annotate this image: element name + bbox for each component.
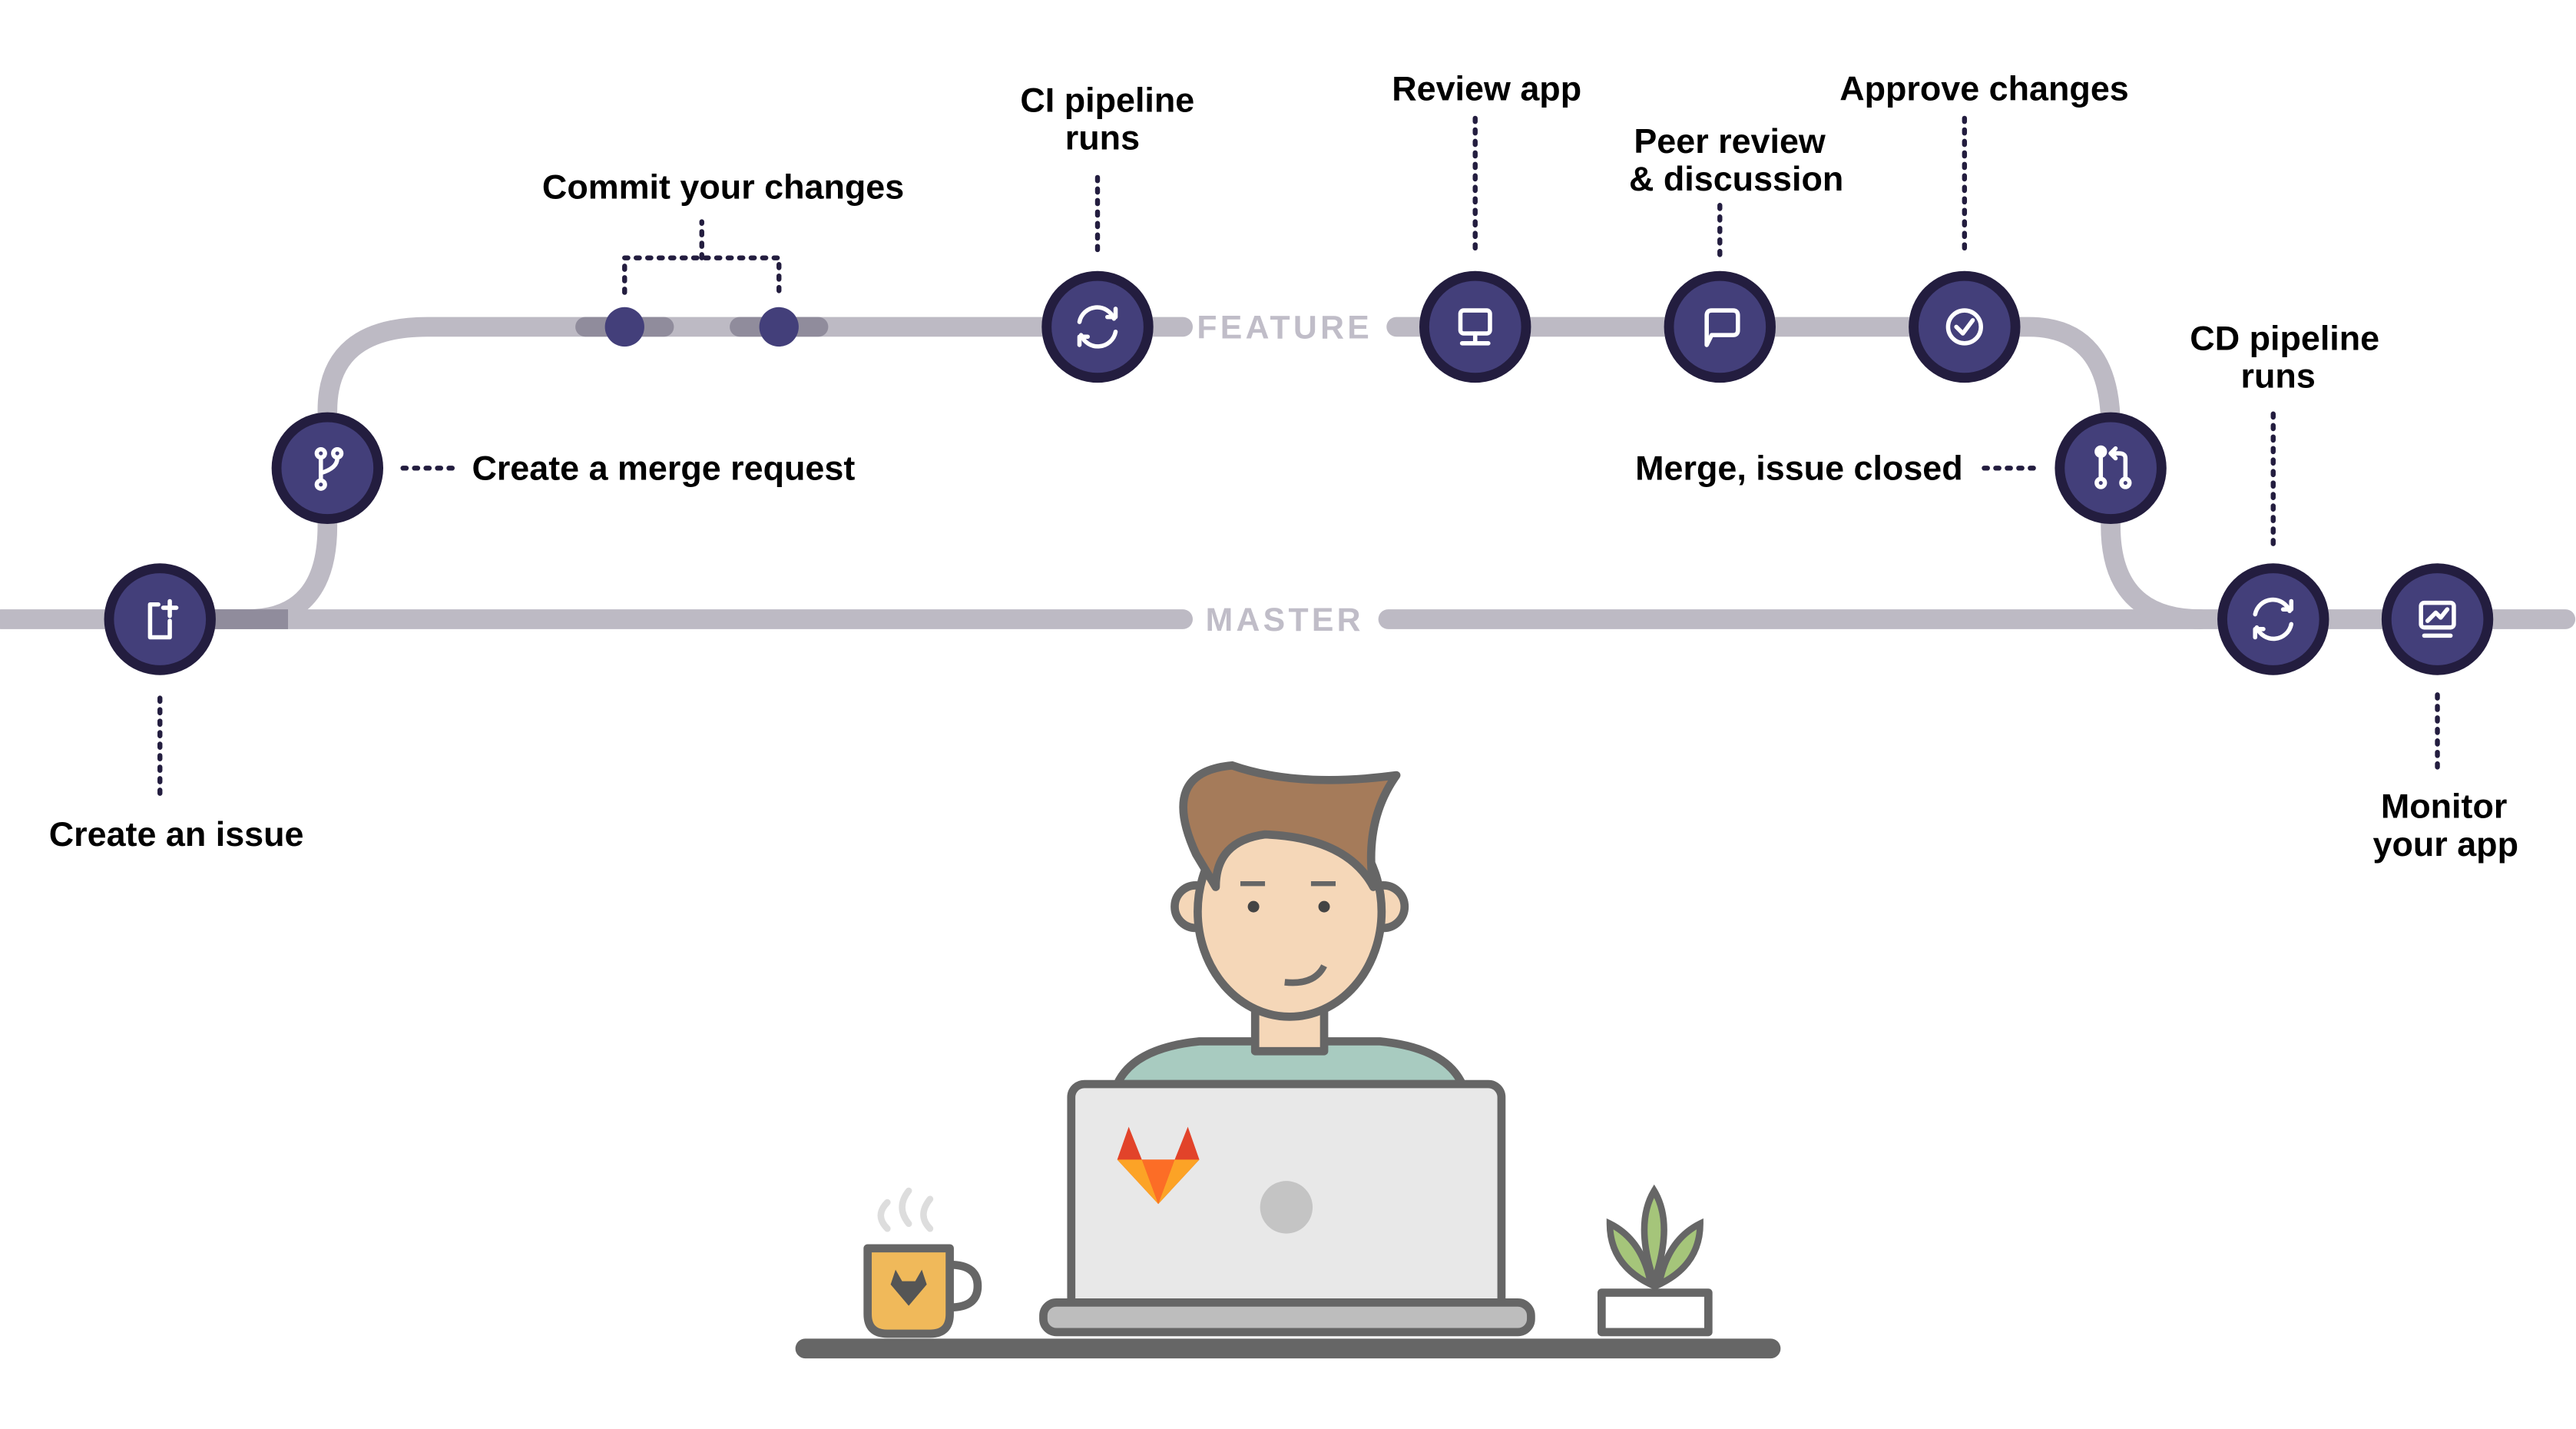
label-approve: Approve changes — [1839, 68, 2129, 108]
developer-illustration — [795, 761, 1781, 1359]
smile — [1284, 963, 1327, 986]
label-create-merge-request: Create a merge request — [472, 448, 855, 487]
issue-new-icon — [147, 598, 179, 640]
right-eye — [1318, 900, 1330, 913]
commit-dot-icon — [759, 307, 799, 347]
monitor-chart-icon — [2419, 600, 2456, 638]
plant-leaves — [1606, 1184, 1704, 1291]
label-monitor-line2: your app — [2372, 824, 2518, 864]
step-node-review-app — [1419, 270, 1531, 383]
plant-pot — [1597, 1288, 1713, 1337]
gitlab-logo — [1117, 1126, 1200, 1205]
pipeline-sync-icon — [2253, 597, 2294, 642]
label-ci-line2: runs — [1065, 118, 1140, 157]
check-circle-icon — [1945, 308, 1983, 346]
master-branch-label: MASTER — [1206, 602, 1364, 638]
label-peer-review-line1: Peer review — [1634, 121, 1826, 161]
laptop-base — [1039, 1298, 1535, 1337]
feature-branch-label: FEATURE — [1197, 309, 1372, 346]
git-branch-icon — [314, 446, 344, 491]
merge-icon — [2094, 445, 2132, 489]
step-node-create-issue — [104, 563, 216, 675]
step-node-approve — [1909, 270, 2021, 383]
shirt — [1113, 1037, 1466, 1089]
mug-handle — [949, 1260, 982, 1312]
label-review-app: Review app — [1392, 68, 1581, 108]
step-node-monitor — [2381, 563, 2494, 675]
label-ci-line1: CI pipeline — [1020, 80, 1194, 119]
step-node-ci-pipeline — [1041, 270, 1154, 383]
leader-lines — [157, 115, 2440, 804]
label-monitor-line1: Monitor — [2381, 787, 2508, 826]
label-create-issue: Create an issue — [49, 814, 304, 854]
comment-icon — [1704, 308, 1740, 347]
monitor-icon — [1458, 308, 1492, 346]
laptop-logo-dot — [1260, 1181, 1313, 1234]
pipeline-sync-icon — [1077, 305, 1118, 349]
commit-dot-icon — [604, 307, 644, 347]
steam-icon — [877, 1187, 934, 1232]
label-merge: Merge, issue closed — [1635, 448, 1963, 487]
label-commit: Commit your changes — [542, 167, 904, 207]
label-peer-review-line2: & discussion — [1629, 159, 1843, 198]
mug-gitlab-logo — [890, 1269, 927, 1306]
step-node-merge — [2055, 412, 2167, 524]
left-eye — [1247, 900, 1260, 913]
step-node-merge-request — [271, 412, 383, 524]
label-cd-line2: runs — [2241, 356, 2316, 396]
hair — [1179, 761, 1401, 891]
label-cd-line1: CD pipeline — [2190, 318, 2379, 357]
step-node-cd-pipeline — [2217, 563, 2329, 675]
step-node-peer-review — [1664, 270, 1776, 383]
